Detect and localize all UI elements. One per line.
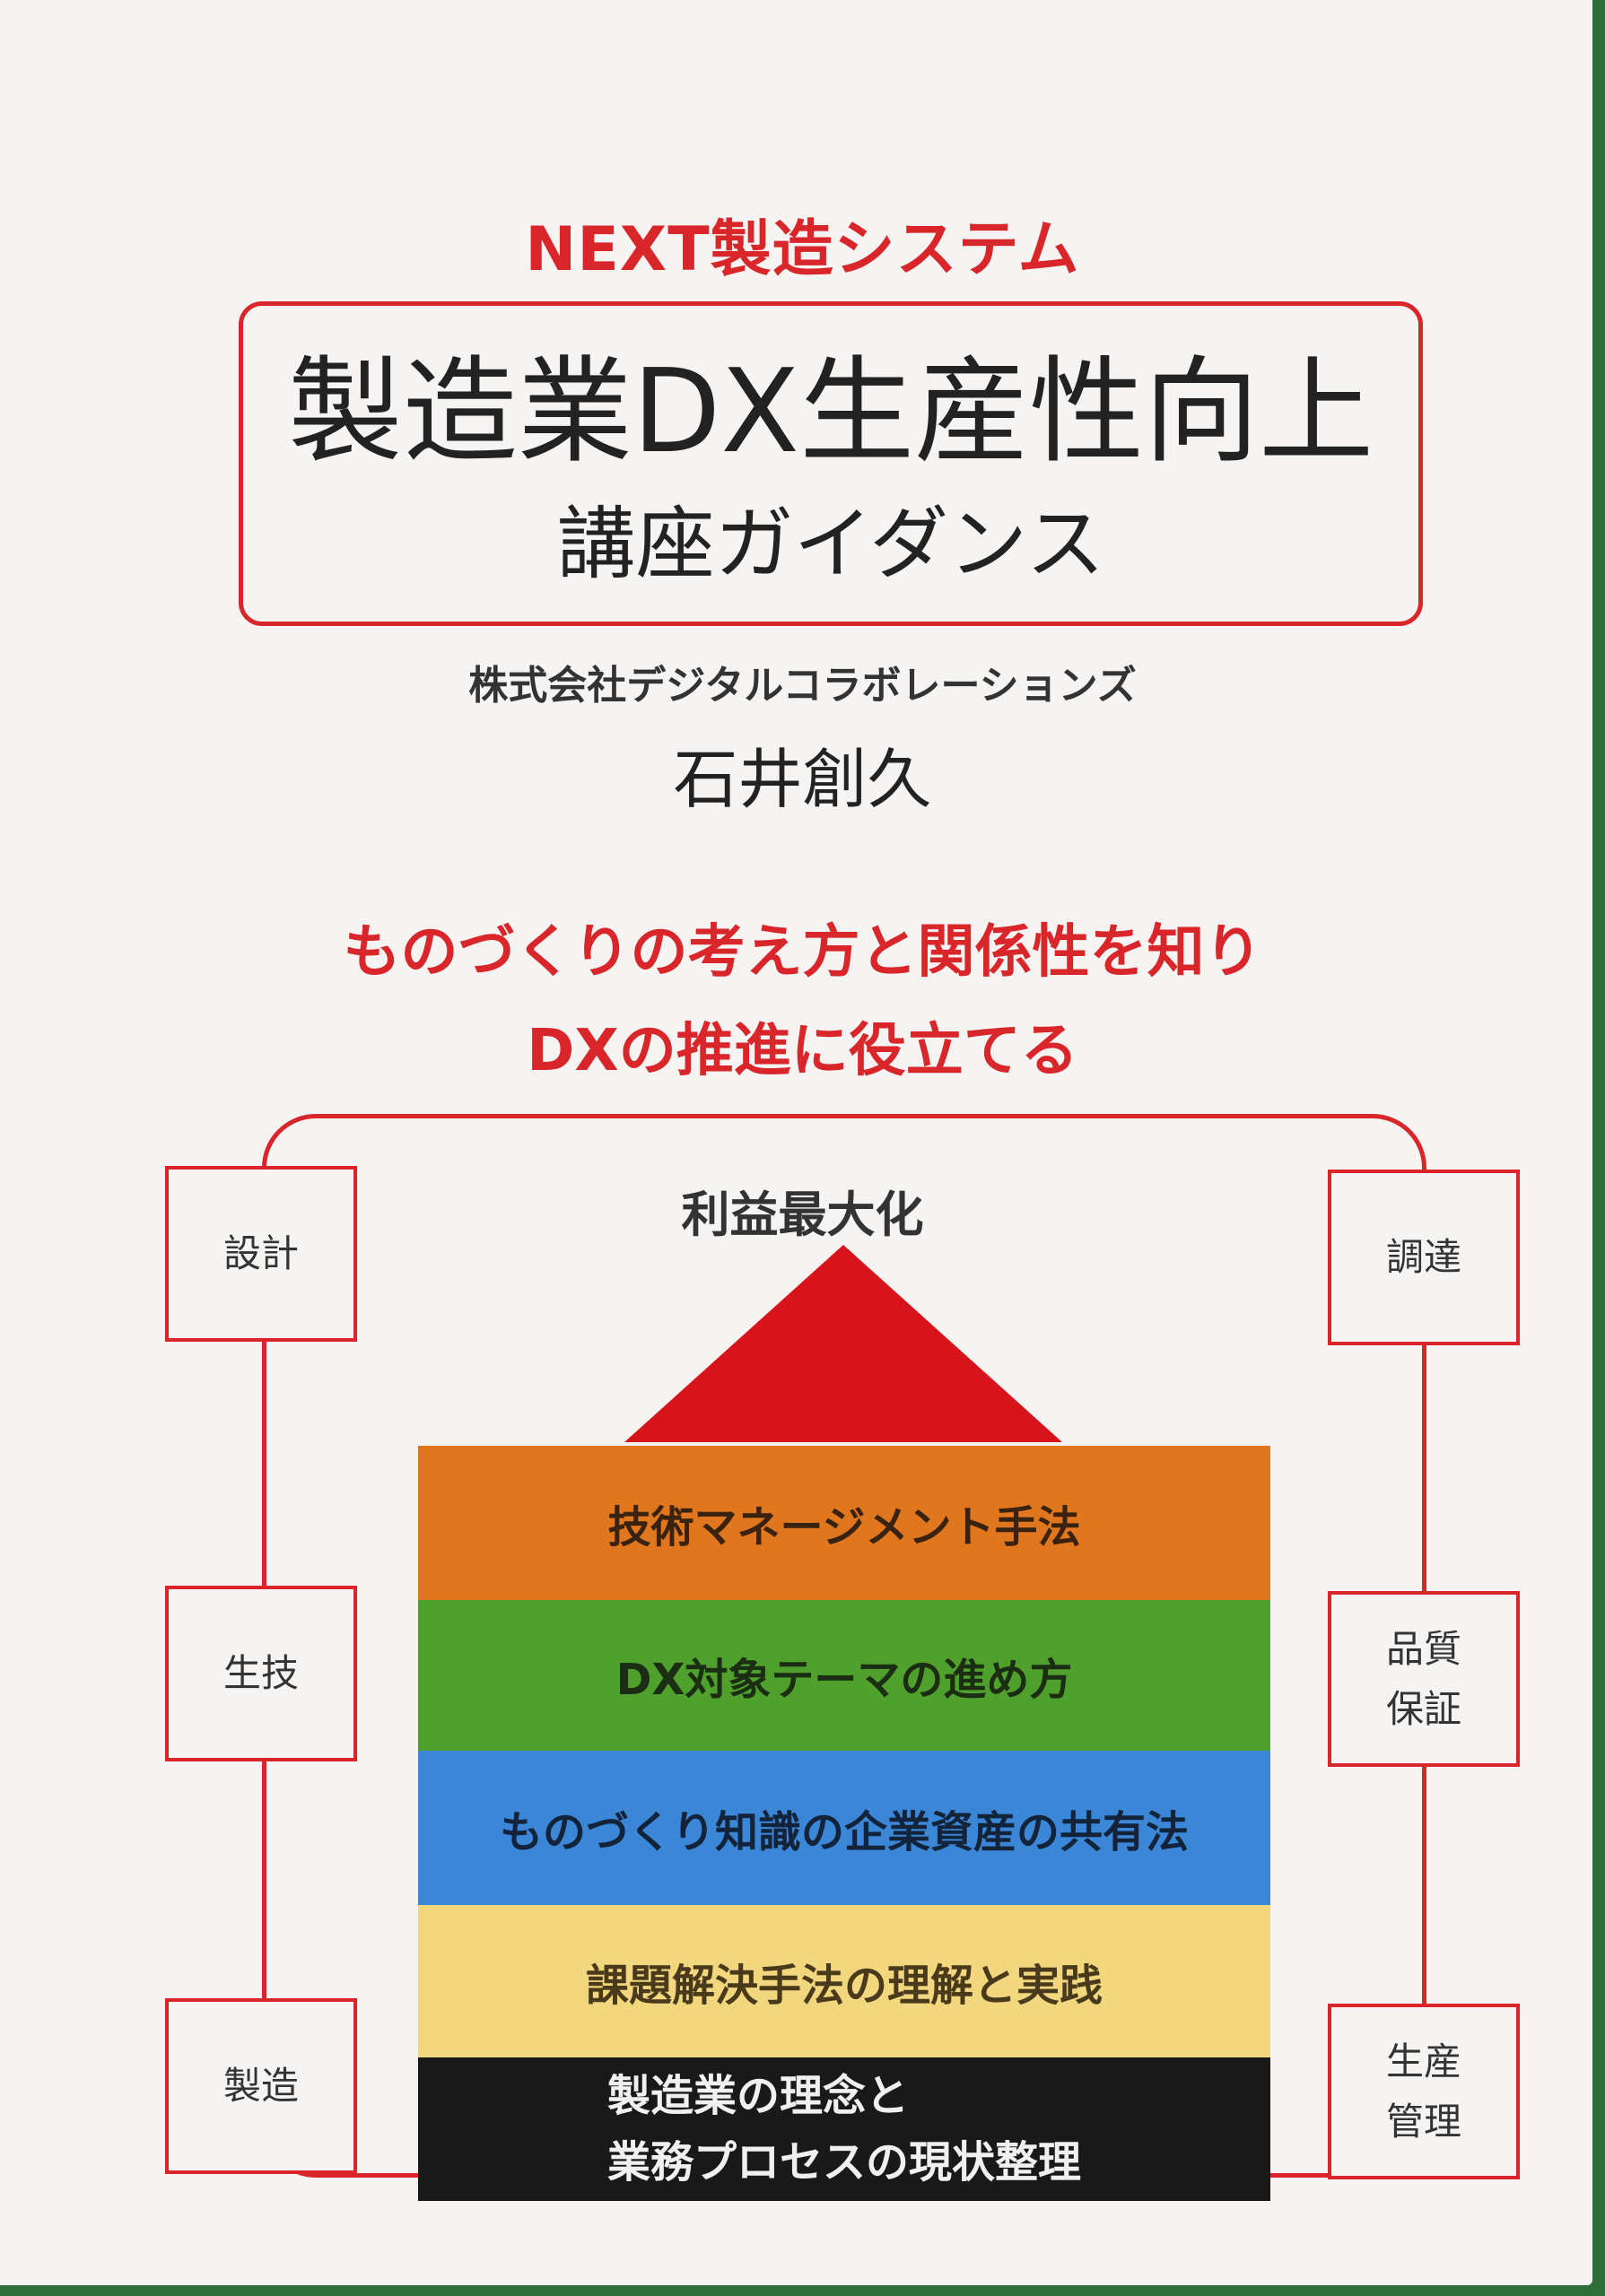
layer-knowledge-sharing: ものづくり知識の企業資産の共有法 (418, 1751, 1270, 1905)
box-design: 設計 (165, 1166, 357, 1342)
layer-problem-solving-label: 課題解決手法の理解と実践 (585, 1961, 1103, 2011)
box-production-engineering-label: 生技 (222, 1651, 299, 1696)
box-design-label: 設計 (222, 1231, 299, 1276)
title-box: 製造業DX生産性向上 講座ガイダンス (239, 301, 1423, 626)
layer-problem-solving: 課題解決手法の理解と実践 (418, 1905, 1270, 2057)
layer-tech-management: 技術マネージメント手法 (418, 1446, 1270, 1600)
box-quality-assurance-line-1: 品質 (1385, 1626, 1461, 1671)
author-name: 石井創久 (673, 742, 932, 817)
box-manufacturing: 製造 (165, 1998, 357, 2174)
layer-dx-themes: DX対象テーマの進め方 (418, 1600, 1270, 1751)
book-subtitle: 講座ガイダンス (556, 498, 1105, 590)
box-quality-assurance: 品質 保証 (1328, 1591, 1520, 1767)
layer-process-line-2: 業務プロセスの現状整理 (606, 2137, 1081, 2187)
series-title: NEXT製造システム (525, 214, 1080, 285)
goal-label: 利益最大化 (681, 1187, 924, 1243)
roof-triangle (624, 1245, 1062, 1442)
box-production-control-line-2: 管理 (1385, 2100, 1461, 2144)
company-name: 株式会社デジタルコラボレーションズ (468, 663, 1137, 709)
tagline-line-1: ものづくりの考え方と関係性を知り (343, 919, 1262, 986)
layer-philosophy-process: 製造業の理念と 業務プロセスの現状整理 (418, 2057, 1270, 2201)
book-title: 製造業DX生産性向上 (287, 345, 1374, 479)
layer-philosophy-line-1: 製造業の理念と (606, 2070, 909, 2121)
box-quality-assurance-line-2: 保証 (1385, 1687, 1461, 1731)
layer-knowledge-sharing-label: ものづくり知識の企業資産の共有法 (499, 1807, 1189, 1857)
box-production-control-line-1: 生産 (1385, 2039, 1461, 2083)
box-production-control: 生産 管理 (1328, 2004, 1520, 2179)
box-manufacturing-label: 製造 (222, 2064, 299, 2109)
box-production-engineering: 生技 (165, 1586, 357, 1761)
layer-dx-themes-label: DX対象テーマの進め方 (615, 1655, 1073, 1705)
layer-tech-management-label: 技術マネージメント手法 (607, 1502, 1081, 1552)
tagline-line-2: DXの推進に役立てる (527, 1018, 1078, 1084)
box-procurement-label: 調達 (1385, 1235, 1461, 1280)
box-procurement: 調達 (1328, 1170, 1520, 1345)
